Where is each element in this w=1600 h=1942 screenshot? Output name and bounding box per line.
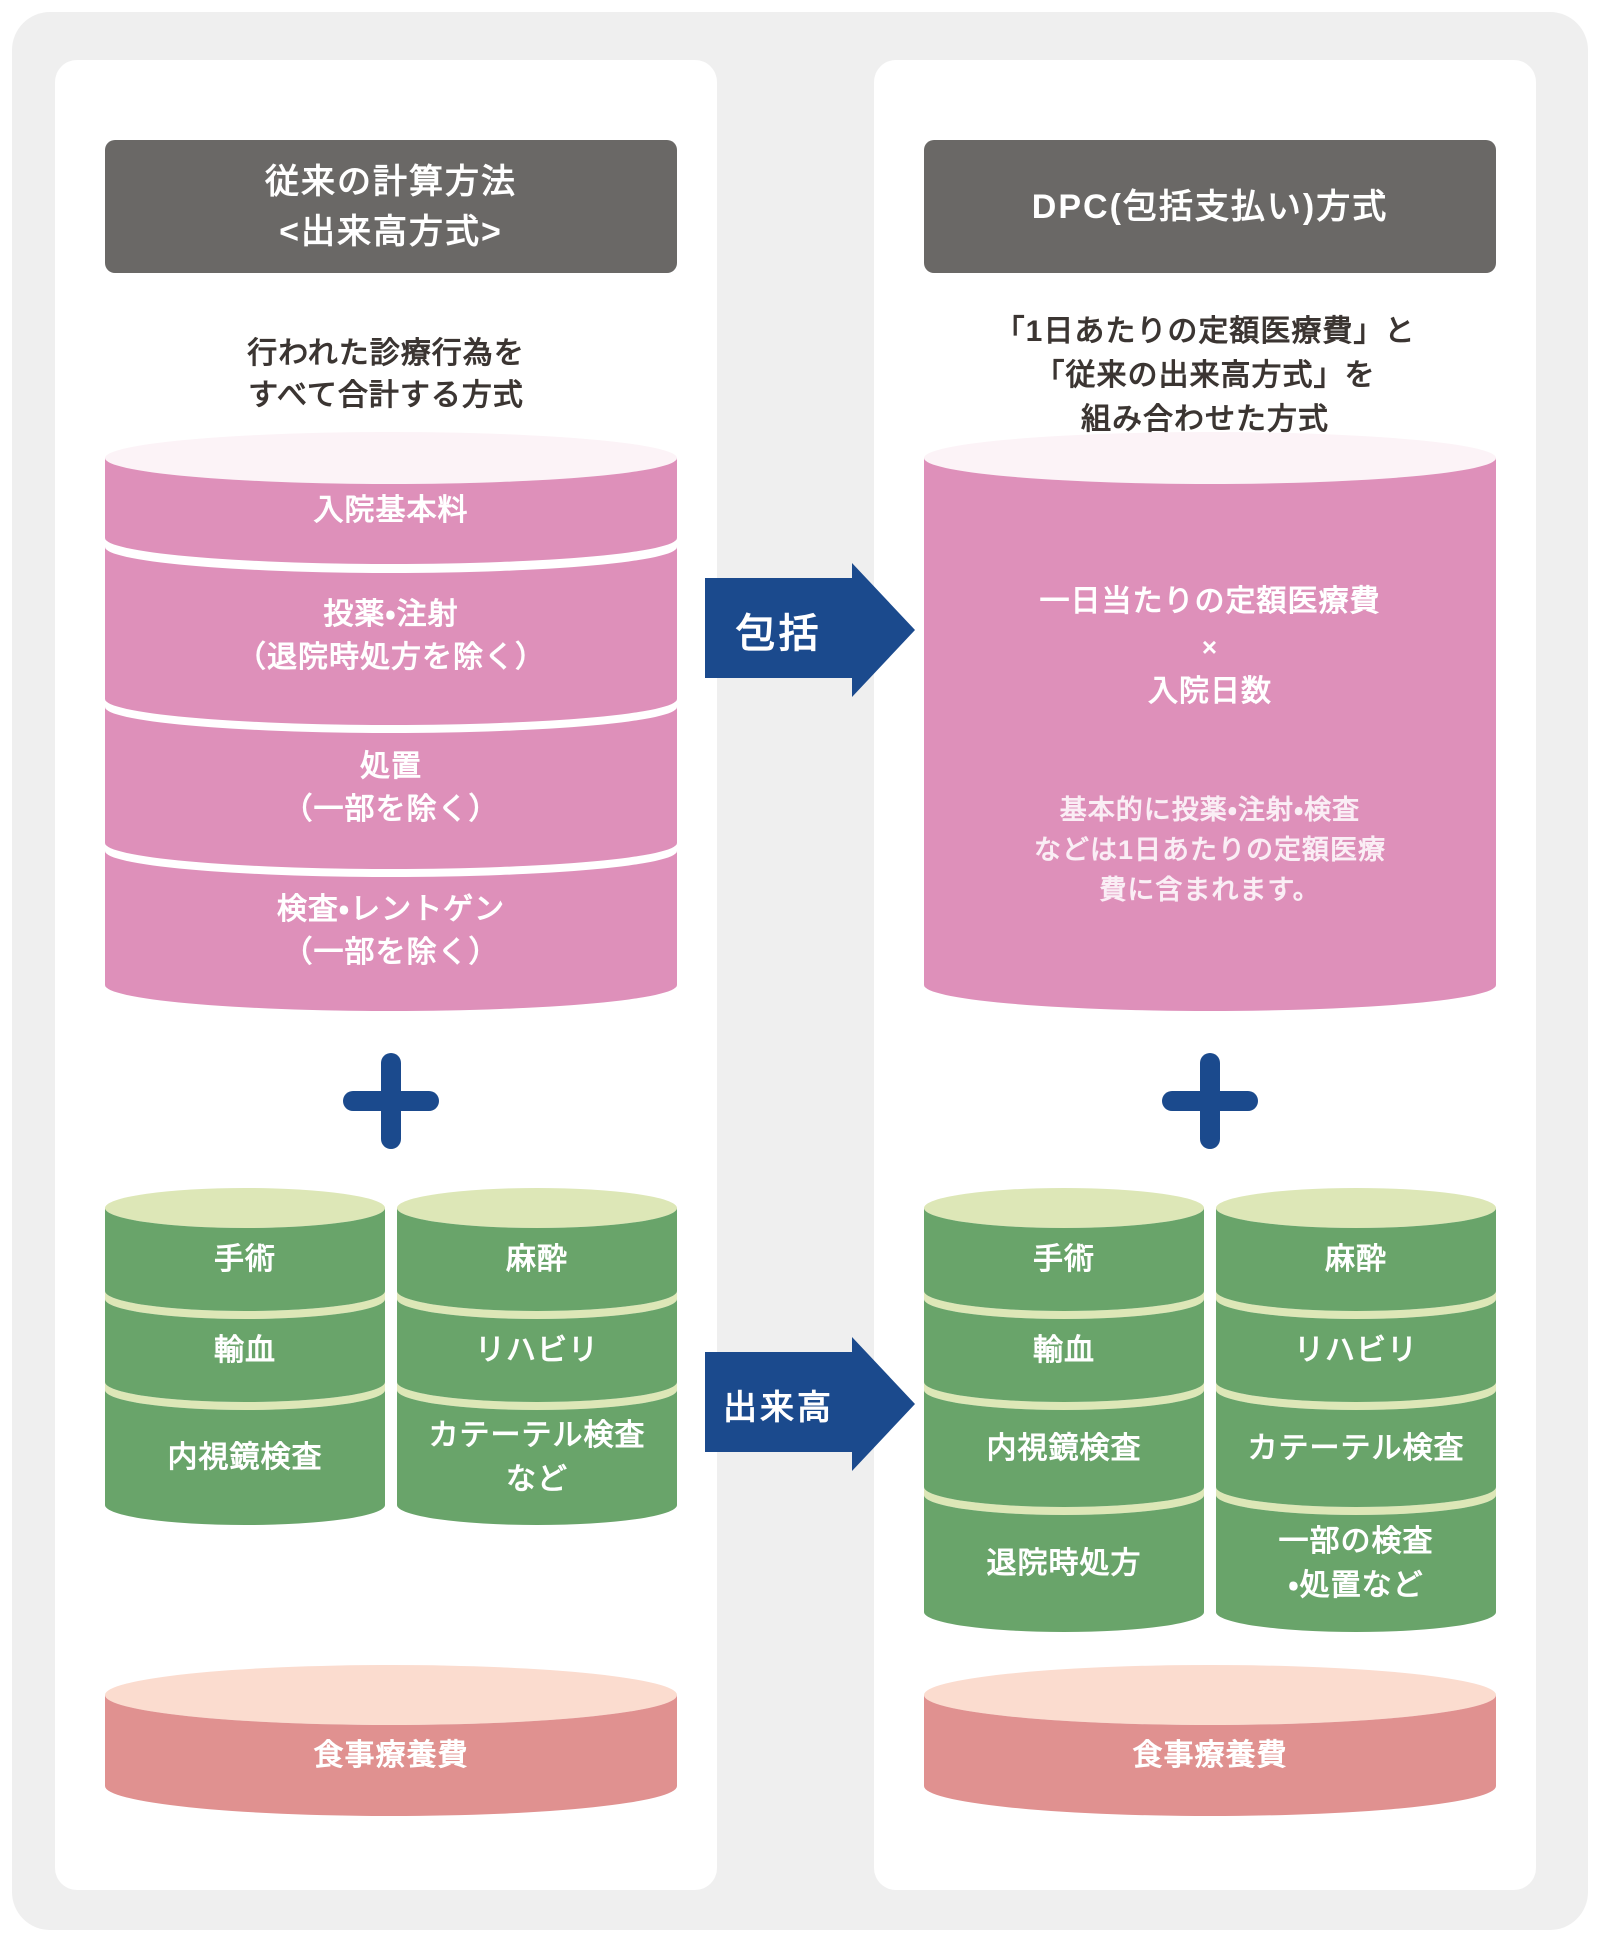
fee-arrow-label: 出来高	[723, 1388, 834, 1427]
fee-items-cylinder-b: 麻酔 リハビリ カテーテル検査 など	[397, 1188, 677, 1528]
segment-line: 投薬・注射	[323, 597, 459, 631]
traditional-method-subtitle: 行われた診療行為を すべて合計する方式	[55, 333, 717, 417]
segment-line: 輸血	[214, 1333, 276, 1367]
dpc-method-header: DPC(包括支払い)方式	[924, 140, 1496, 273]
green-segment-label: 退院時処方	[924, 1495, 1204, 1632]
segment-line: 手術	[1033, 1242, 1095, 1276]
meal-cost-label: 食事療養費	[924, 1695, 1496, 1816]
segment-line: 食事療養費	[313, 1738, 469, 1772]
traditional-method-card: 従来の計算方法 <出来高方式> 行われた診療行為を すべて合計する方式 入院基本…	[55, 60, 717, 1890]
green-segment-label: リハビリ	[397, 1299, 677, 1402]
green-segment-label: 内視鏡検査	[924, 1390, 1204, 1507]
segment-line: 処置	[360, 749, 422, 783]
green-segment-label: カテーテル検査 など	[397, 1390, 677, 1525]
meal-cost-label: 食事療養費	[105, 1695, 677, 1816]
green-segment-label: リハビリ	[1216, 1299, 1496, 1402]
subtitle-line: 「1日あたりの定額医療費」と	[994, 315, 1416, 348]
segment-line: リハビリ	[1294, 1333, 1418, 1367]
fee-items-cylinder-a: 手術 輸血 内視鏡検査	[105, 1188, 385, 1528]
green-segment-label: 輸血	[924, 1299, 1204, 1402]
dpc-method-subtitle: 「1日あたりの定額医療費」と 「従来の出来高方式」を 組み合わせた方式	[874, 310, 1536, 442]
segment-line: 入院基本料	[313, 494, 469, 528]
subtitle-line: 行われた診療行為を	[247, 337, 525, 370]
plus-icon	[343, 1053, 439, 1149]
plus-icon	[1162, 1053, 1258, 1149]
segment-line: ・処置など	[1288, 1568, 1424, 1602]
flat-fee-formula-line: 一日当たりの定額医療費	[1039, 585, 1381, 618]
segment-line: （一部を除く）	[282, 936, 500, 969]
segment-line: 内視鏡検査	[167, 1440, 323, 1474]
fee-items-cylinder-b: 麻酔 リハビリ カテーテル検査 一部の検査 ・処置など	[1216, 1188, 1496, 1634]
segment-line: 食事療養費	[1132, 1738, 1288, 1772]
green-segment-label: カテーテル検査	[1216, 1390, 1496, 1507]
pink-segment-label: 入院基本料	[105, 458, 677, 564]
note-line: 基本的に投薬・注射・検査	[1059, 795, 1361, 825]
segment-line: カテーテル検査	[428, 1419, 646, 1452]
subtitle-line: 組み合わせた方式	[1081, 403, 1329, 436]
dpc-method-card: DPC(包括支払い)方式 「1日あたりの定額医療費」と 「従来の出来高方式」を …	[874, 60, 1536, 1890]
pink-segment-label: 検査・レントゲン （一部を除く）	[105, 851, 677, 1011]
flat-fee-cylinder: 一日当たりの定額医療費 × 入院日数 基本的に投薬・注射・検査 などは1日あたり…	[924, 432, 1496, 1012]
segment-line: カテーテル検査	[1247, 1431, 1465, 1465]
segment-line: 退院時処方	[986, 1546, 1142, 1580]
segment-line: 麻酔	[506, 1242, 568, 1276]
pink-segment-label: 処置 （一部を除く）	[105, 707, 677, 869]
fee-items-cylinder-a: 手術 輸血 内視鏡検査 退院時処方	[924, 1188, 1204, 1634]
segment-line: 手術	[214, 1242, 276, 1276]
segment-line: 麻酔	[1325, 1242, 1387, 1276]
header-line: DPC(包括支払い)方式	[1031, 187, 1389, 226]
green-segment-label: 手術	[924, 1208, 1204, 1311]
segment-line: リハビリ	[475, 1333, 599, 1367]
bundled-items-cylinder: 入院基本料 投薬・注射 （退院時処方を除く） 処置 （一部を除く） 検査・レント…	[105, 432, 677, 1012]
green-segment-label: 麻酔	[397, 1208, 677, 1311]
header-line: 従来の計算方法	[265, 162, 517, 201]
segment-line: 検査・レントゲン	[276, 892, 506, 926]
segment-line: （一部を除く）	[282, 793, 500, 826]
bundle-arrow-label: 包括	[735, 612, 822, 656]
green-segment-label: 輸血	[105, 1299, 385, 1402]
subtitle-line: 「従来の出来高方式」を	[1034, 359, 1376, 392]
segment-line: 一部の検査	[1278, 1525, 1434, 1558]
pink-segment-label: 投薬・注射 （退院時処方を除く）	[105, 547, 677, 725]
traditional-method-header: 従来の計算方法 <出来高方式>	[105, 140, 677, 273]
subtitle-line: すべて合計する方式	[248, 379, 524, 412]
segment-line: など	[506, 1462, 568, 1496]
meal-cost-cylinder: 食事療養費	[924, 1665, 1496, 1817]
note-line: 費に含まれます。	[1099, 875, 1321, 905]
segment-line: （退院時処方を除く）	[236, 641, 546, 674]
green-segment-label: 手術	[105, 1208, 385, 1311]
green-segment-label: 内視鏡検査	[105, 1390, 385, 1525]
flat-fee-content: 一日当たりの定額医療費 × 入院日数 基本的に投薬・注射・検査 などは1日あたり…	[924, 432, 1496, 1012]
flat-fee-note: 基本的に投薬・注射・検査 などは1日あたりの定額医療 費に含まれます。	[1034, 790, 1386, 910]
segment-line: 輸血	[1033, 1333, 1095, 1367]
header-line: <出来高方式>	[279, 212, 503, 251]
flat-fee-formula-line: 入院日数	[1148, 675, 1272, 708]
green-segment-label: 一部の検査 ・処置など	[1216, 1495, 1496, 1632]
meal-cost-cylinder: 食事療養費	[105, 1665, 677, 1817]
segment-line: 内視鏡検査	[986, 1431, 1142, 1465]
note-line: などは1日あたりの定額医療	[1033, 835, 1386, 865]
green-segment-label: 麻酔	[1216, 1208, 1496, 1311]
multiply-icon: ×	[1201, 632, 1219, 662]
